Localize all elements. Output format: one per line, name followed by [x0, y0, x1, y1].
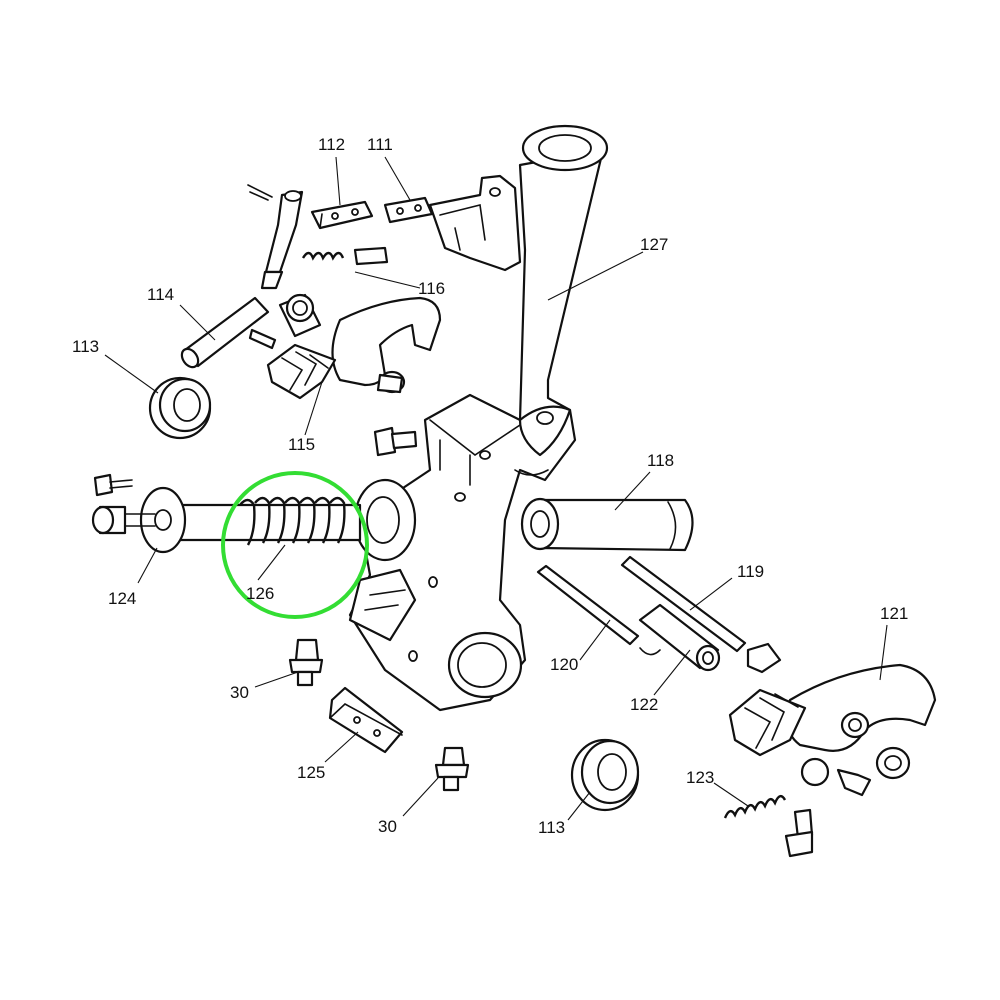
callout-122: 122: [630, 695, 658, 714]
hex-bolt[interactable]: [373, 426, 418, 457]
callout-112: 112: [318, 135, 345, 154]
callout-30-upper: 30: [230, 683, 249, 702]
callout-116: 116: [418, 279, 445, 298]
callout-119: 119: [737, 562, 764, 581]
part-124-plunger[interactable]: [91, 473, 362, 554]
callout-121: 121: [880, 604, 908, 623]
part-118-sleeve[interactable]: [520, 497, 694, 552]
part-113-seal-lower[interactable]: [570, 738, 640, 812]
part-113-seal-upper[interactable]: [148, 376, 212, 440]
callout-120: 120: [550, 655, 578, 674]
part-121-rocker-arm[interactable]: [728, 663, 937, 797]
callout-30-lower: 30: [378, 817, 397, 836]
upper-lever-assembly[interactable]: [247, 184, 304, 290]
leader-lines: [104, 156, 888, 821]
part-30-stud-lower[interactable]: [434, 746, 470, 792]
callout-125: 125: [297, 763, 325, 782]
callout-114: 114: [147, 285, 174, 304]
callout-115: 115: [288, 435, 315, 454]
part-126-spring[interactable]: [239, 496, 346, 546]
callout-123: 123: [686, 768, 714, 787]
callout-111: 111: [367, 135, 393, 154]
part-127-main-column[interactable]: [348, 124, 609, 712]
callout-labels: 112 111 127 116 114 113 115 118 119 120 …: [72, 135, 908, 837]
part-116-spring-and-pin[interactable]: [301, 246, 389, 266]
callout-124: 124: [108, 589, 136, 608]
highlight-ring-126: [221, 471, 369, 619]
part-119-rod[interactable]: [620, 555, 782, 674]
part-123-spring-and-screw[interactable]: [723, 795, 814, 858]
part-122-pin[interactable]: [638, 603, 721, 672]
callout-126: 126: [246, 584, 274, 603]
callout-127: 127: [640, 235, 668, 254]
part-115-rocker-arm[interactable]: [266, 296, 442, 400]
callout-118: 118: [647, 451, 674, 470]
part-30-stud-upper[interactable]: [288, 638, 324, 687]
part-120-rod[interactable]: [536, 564, 661, 656]
part-114-rod[interactable]: [179, 296, 270, 370]
small-screw[interactable]: [248, 328, 277, 350]
callout-113-lower: 113: [538, 818, 565, 837]
bushing[interactable]: [278, 293, 322, 338]
callout-113-upper: 113: [72, 337, 99, 356]
part-125-block[interactable]: [328, 686, 404, 754]
part-112-link-block[interactable]: [310, 200, 374, 230]
part-111-link-block[interactable]: [383, 196, 434, 224]
